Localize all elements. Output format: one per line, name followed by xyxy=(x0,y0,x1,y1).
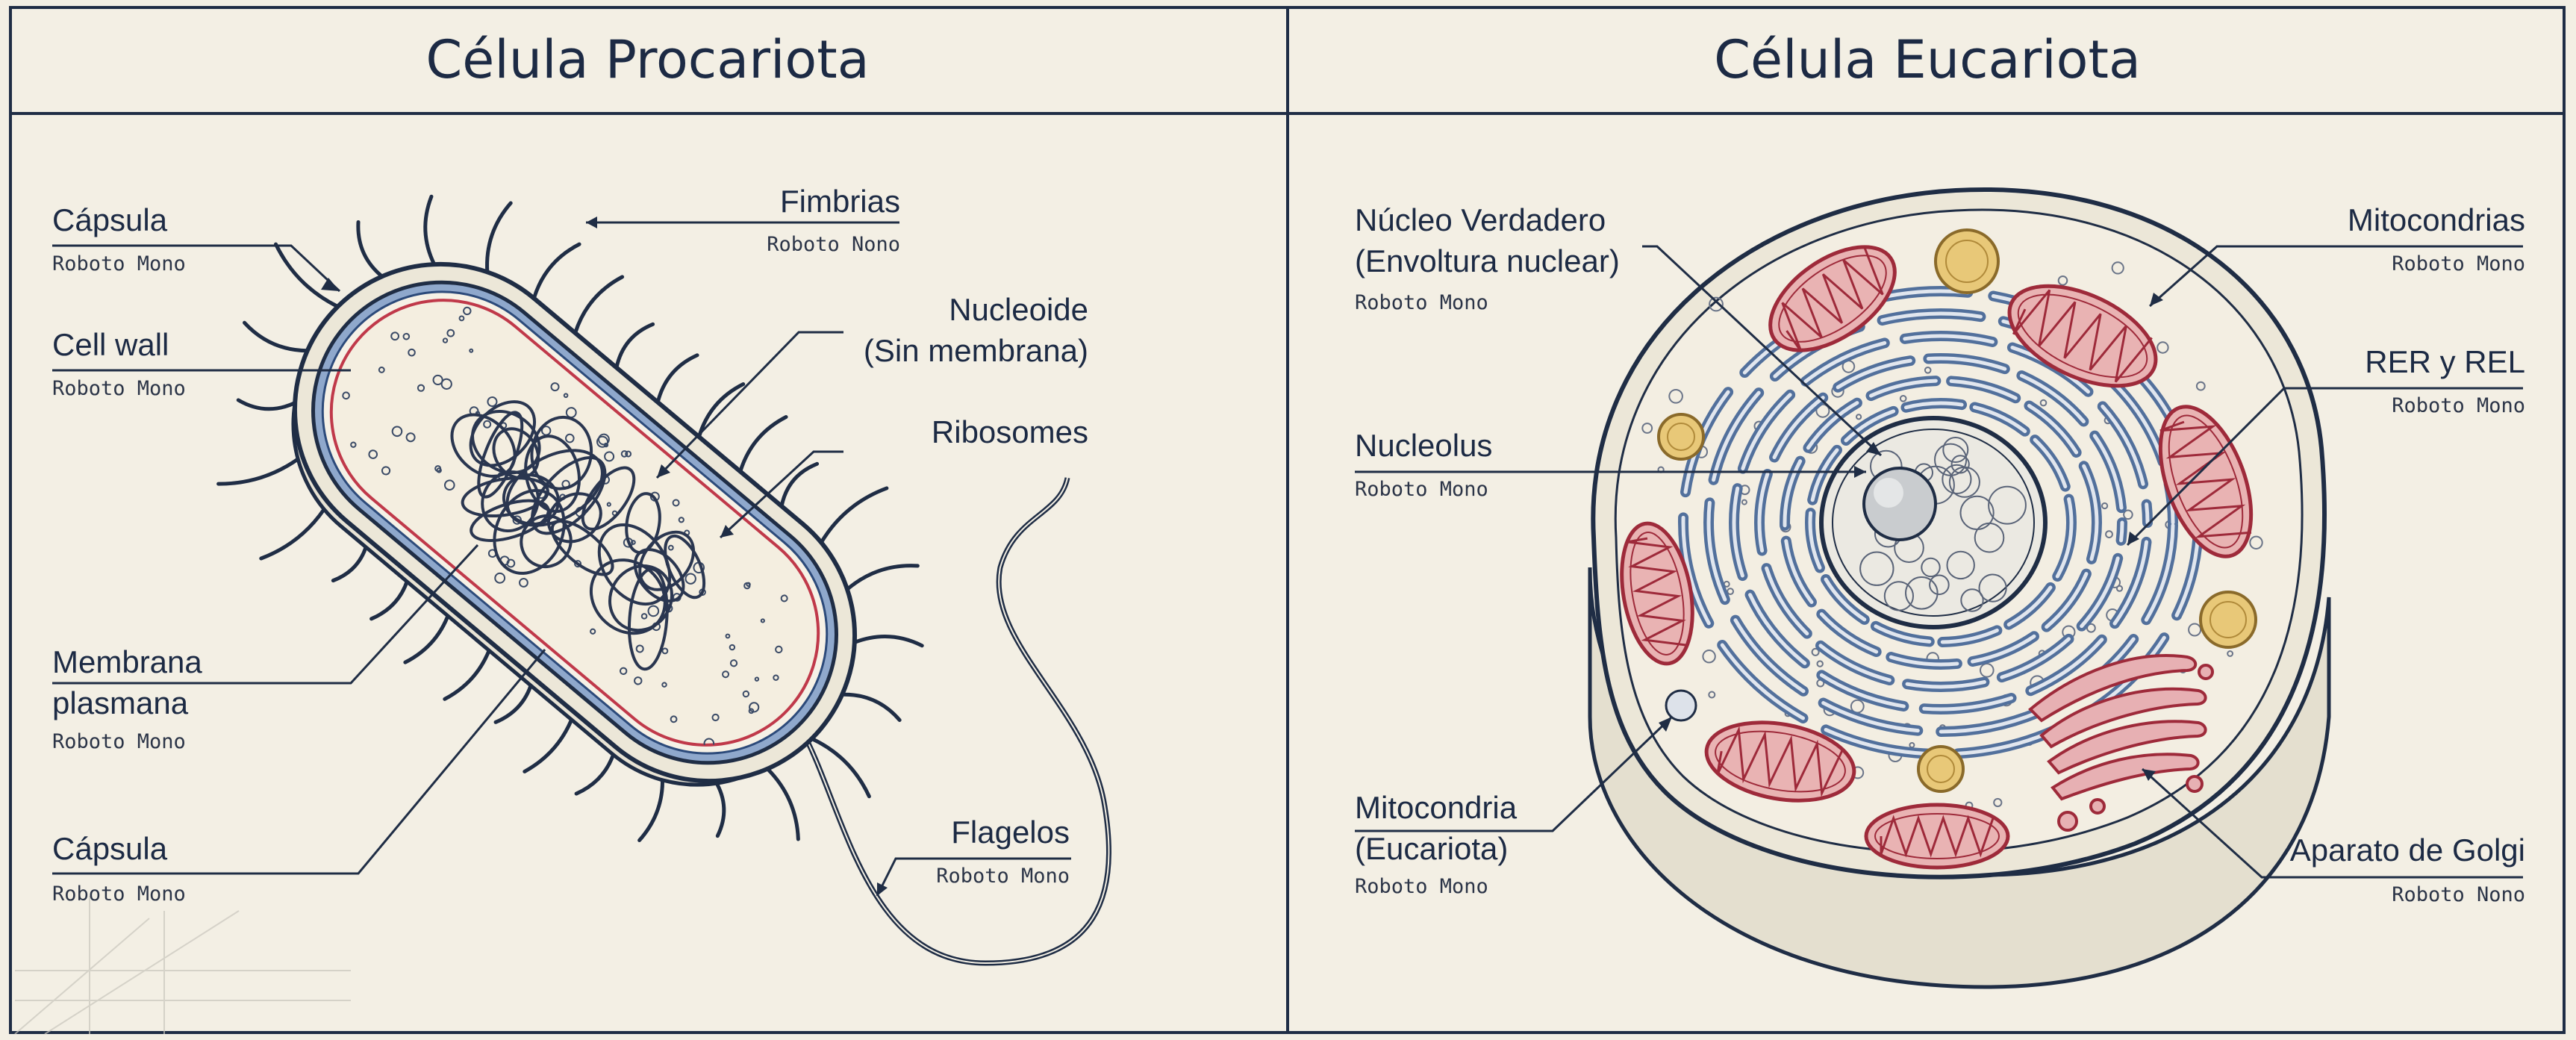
eukaryote-cell xyxy=(1590,190,2329,987)
font-note-membrana: Roboto Mono xyxy=(52,730,186,753)
font-note-fimbrias: Roboto Nono xyxy=(767,233,900,256)
corner-grid xyxy=(15,896,351,1034)
label-mitocondrias: Mitocondrias xyxy=(2348,200,2525,240)
label-ribosomes: Ribosomes xyxy=(932,412,1088,452)
fimbria-strand xyxy=(611,320,652,367)
label-cell-wall: Cell wall xyxy=(52,325,169,365)
fimbria-strand xyxy=(693,379,743,437)
font-note-flagelos: Roboto Mono xyxy=(936,865,1070,888)
label-nucleolus: Nucleolus xyxy=(1355,426,1492,466)
label-mito-euk-line1: Mitocondria xyxy=(1355,788,1517,828)
fimbria-strand xyxy=(268,244,343,310)
fimbria-strand xyxy=(528,240,579,299)
label-membrana-line1: Membrana xyxy=(52,642,202,682)
fimbria-strand xyxy=(820,477,886,552)
fimbria-strand xyxy=(238,374,295,429)
label-nucleoide-line2: (Sin membrana) xyxy=(864,331,1088,371)
label-nucleo-line2: (Envoltura nuclear) xyxy=(1355,241,1620,281)
font-note-cell-wall: Roboto Mono xyxy=(52,377,186,400)
label-fimbrias: Fimbrias xyxy=(780,181,900,222)
fimbria-strand xyxy=(467,203,531,272)
label-capsula-bottom: Cápsula xyxy=(52,829,167,869)
fimbria-strand xyxy=(652,350,697,402)
label-golgi: Aparato de Golgi xyxy=(2290,830,2525,871)
fimbria-strand xyxy=(842,680,900,733)
fimbria-strand xyxy=(855,611,922,676)
font-note-mitocondrias: Roboto Mono xyxy=(2392,252,2525,275)
label-membrana-line2: plasmana xyxy=(52,683,188,723)
font-note-nucleo: Roboto Mono xyxy=(1355,291,1488,314)
font-note-capsula-bottom: Roboto Mono xyxy=(52,882,186,906)
fimbria-strand xyxy=(244,308,308,366)
fimbria-strand xyxy=(219,426,302,514)
font-note-golgi: Roboto Nono xyxy=(2392,883,2525,906)
fimbria-strand xyxy=(341,222,399,276)
flagellum xyxy=(802,478,1109,963)
fimbria-strand xyxy=(399,196,467,264)
mitochondrion xyxy=(1866,805,2008,868)
fimbria-strand xyxy=(847,541,917,614)
nucleolus xyxy=(1864,468,1936,540)
fimbria-strand xyxy=(735,412,786,471)
font-note-rer-rel: Roboto Mono xyxy=(2392,394,2525,417)
label-capsula-top: Cápsula xyxy=(52,200,167,240)
fimbria-strand xyxy=(570,272,623,333)
label-rer-rel: RER y REL xyxy=(2365,342,2525,382)
label-nucleoide-line1: Nucleoide xyxy=(949,290,1088,330)
label-nucleo-line1: Núcleo Verdadero xyxy=(1355,200,1606,240)
label-mito-euk-line2: (Eucariota) xyxy=(1355,829,1508,869)
label-flagelos: Flagelos xyxy=(951,812,1070,853)
font-note-capsula-top: Roboto Mono xyxy=(52,252,186,275)
fimbria-strand xyxy=(689,781,743,836)
fimbria-strand xyxy=(746,769,820,839)
font-note-nucleolus: Roboto Mono xyxy=(1355,478,1488,501)
font-note-mito-euk: Roboto Mono xyxy=(1355,875,1488,898)
